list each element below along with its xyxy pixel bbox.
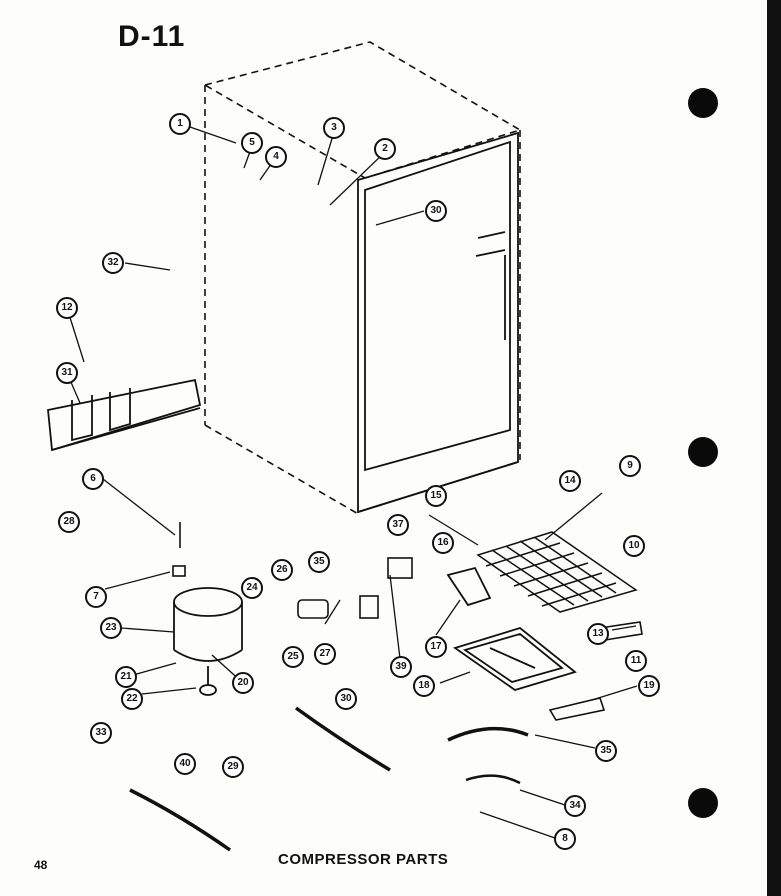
compressor-body [173,587,243,696]
callout-marker: 29 [222,756,244,778]
callout-marker: 18 [413,675,435,697]
callout-marker: 31 [56,362,78,384]
callout-marker: 35 [595,740,617,762]
callout-marker: 11 [625,650,647,672]
callout-marker: 19 [638,675,660,697]
grommet-part [172,565,186,577]
callout-marker: 24 [241,577,263,599]
bracket-part [359,595,379,619]
callout-marker: 23 [100,617,122,639]
callout-marker: 15 [425,485,447,507]
callout-marker: 4 [265,146,287,168]
callout-marker: 28 [58,511,80,533]
callout-marker: 14 [559,470,581,492]
callout-marker: 9 [619,455,641,477]
callout-marker: 30 [425,200,447,222]
callout-marker: 10 [623,535,645,557]
callout-marker: 33 [90,722,112,744]
callout-marker: 5 [241,132,263,154]
punch-hole-middle [688,437,718,467]
mounting-rail [47,378,202,452]
punch-hole-bottom [688,788,718,818]
hose-35 [447,726,529,742]
callout-marker: 17 [425,636,447,658]
overload-part [387,557,413,579]
tube-40 [129,788,232,852]
callout-marker: 25 [282,646,304,668]
callout-marker: 13 [587,623,609,645]
page-title: D-11 [118,20,186,53]
callout-marker: 35 [308,551,330,573]
cabinet-front [357,131,519,514]
callout-marker: 22 [121,688,143,710]
page-caption: COMPRESSOR PARTS [278,851,449,868]
drain-pan [452,626,577,691]
callout-marker: 20 [232,672,254,694]
callout-marker: 37 [387,514,409,536]
callout-marker: 12 [56,297,78,319]
binder-edge [767,0,781,896]
callout-marker: 3 [323,117,345,139]
callout-marker: 39 [390,656,412,678]
callout-marker: 2 [374,138,396,160]
pad-part [548,697,606,721]
leader-lines [66,126,638,839]
hose-34 [465,774,521,785]
cabinet-outline [204,41,522,516]
callout-marker: 32 [102,252,124,274]
relay-part [297,599,329,619]
callout-marker: 21 [115,666,137,688]
callout-marker: 7 [85,586,107,608]
condenser-coil [476,531,638,613]
callout-marker: 34 [564,795,586,817]
callout-marker: 16 [432,532,454,554]
callout-marker: 40 [174,753,196,775]
tube-20 [294,706,391,772]
bracket [446,566,492,607]
callout-marker: 26 [271,559,293,581]
callout-marker: 30 [335,688,357,710]
punch-hole-top [688,88,718,118]
callout-marker: 27 [314,643,336,665]
callout-marker: 1 [169,113,191,135]
callout-marker: 6 [82,468,104,490]
callout-marker: 8 [554,828,576,850]
page-number: 48 [34,858,48,872]
